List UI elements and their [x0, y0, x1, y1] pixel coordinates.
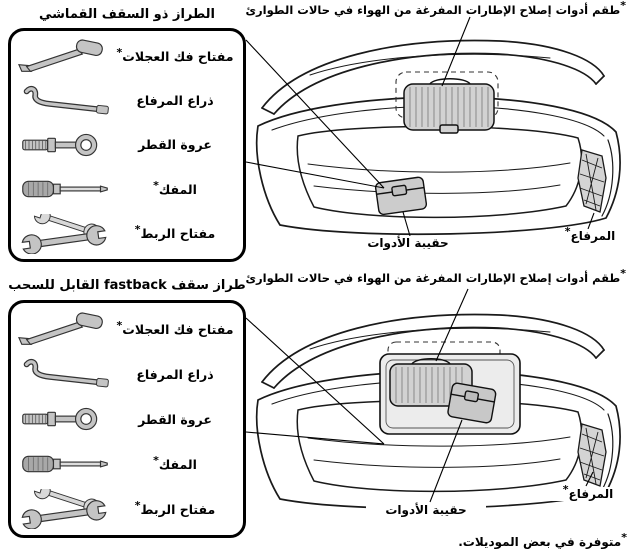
tool-row: مفتاح الربط*	[17, 487, 237, 531]
callout-tool-bag: حقيبة الأدوات	[348, 236, 468, 250]
tow-hook-icon	[17, 399, 113, 439]
callout-jack: المرفاع*	[546, 226, 630, 243]
section-title-fastback: طراز سقف fastback القابل للسحب	[8, 278, 246, 293]
jack-handle-icon	[17, 81, 113, 121]
jack-handle-icon	[17, 354, 113, 394]
tool-row: المفك*	[17, 167, 237, 211]
tool-label: عروة القطر	[138, 411, 212, 427]
callout-jack: المرفاع*	[544, 484, 630, 501]
lug-wrench-icon	[17, 36, 113, 76]
tool-row: المفك*	[17, 442, 237, 486]
spanner-icon	[17, 489, 113, 529]
callout-repair-kit: *طقم أدوات إصلاح الإطارات المفرغة من اله…	[245, 267, 626, 285]
tool-label: مفتاح فك العجلات*	[116, 318, 234, 337]
screwdriver-icon	[17, 169, 113, 209]
callout-repair-kit: *طقم أدوات إصلاح الإطارات المفرغة من اله…	[245, 0, 626, 17]
spanner-icon	[17, 214, 113, 254]
tool-row: مفتاح فك العجلات*	[17, 307, 237, 351]
trunk-illustration-soft-top	[250, 28, 625, 258]
tool-row: ذراع المرفاع	[17, 352, 237, 396]
tool-label: المفك*	[153, 178, 197, 197]
availability-footnote: *متوفرة في بعض الموديلات.	[458, 531, 627, 549]
screwdriver-icon	[17, 444, 113, 484]
tool-row: ذراع المرفاع	[17, 79, 237, 123]
toolbox-fastback: مفتاح فك العجلات* ذراع المرفاع عروة القط…	[8, 300, 246, 538]
tow-hook-icon	[17, 125, 113, 165]
toolbox-soft-top: مفتاح فك العجلات* ذراع المرفاع عروة القط…	[8, 28, 246, 262]
tool-label: عروة القطر	[138, 137, 212, 153]
tool-label: المفك*	[153, 453, 197, 472]
tool-row: مفتاح فك العجلات*	[17, 34, 237, 78]
tool-row: عروة القطر	[17, 397, 237, 441]
tool-label: مفتاح الربط*	[134, 498, 216, 517]
tool-label: مفتاح فك العجلات*	[116, 45, 234, 64]
lug-wrench-icon	[17, 309, 113, 349]
tool-label: ذراع المرفاع	[136, 93, 214, 109]
callout-tool-bag: حقيبة الأدوات	[366, 503, 486, 517]
tool-label: مفتاح الربط*	[134, 222, 216, 242]
tool-row: مفتاح الربط*	[17, 212, 237, 256]
tool-label: ذراع المرفاع	[136, 366, 214, 382]
tool-row: عروة القطر	[17, 123, 237, 167]
section-title-soft-top: الطراز ذو السقف القماشي	[39, 7, 215, 22]
